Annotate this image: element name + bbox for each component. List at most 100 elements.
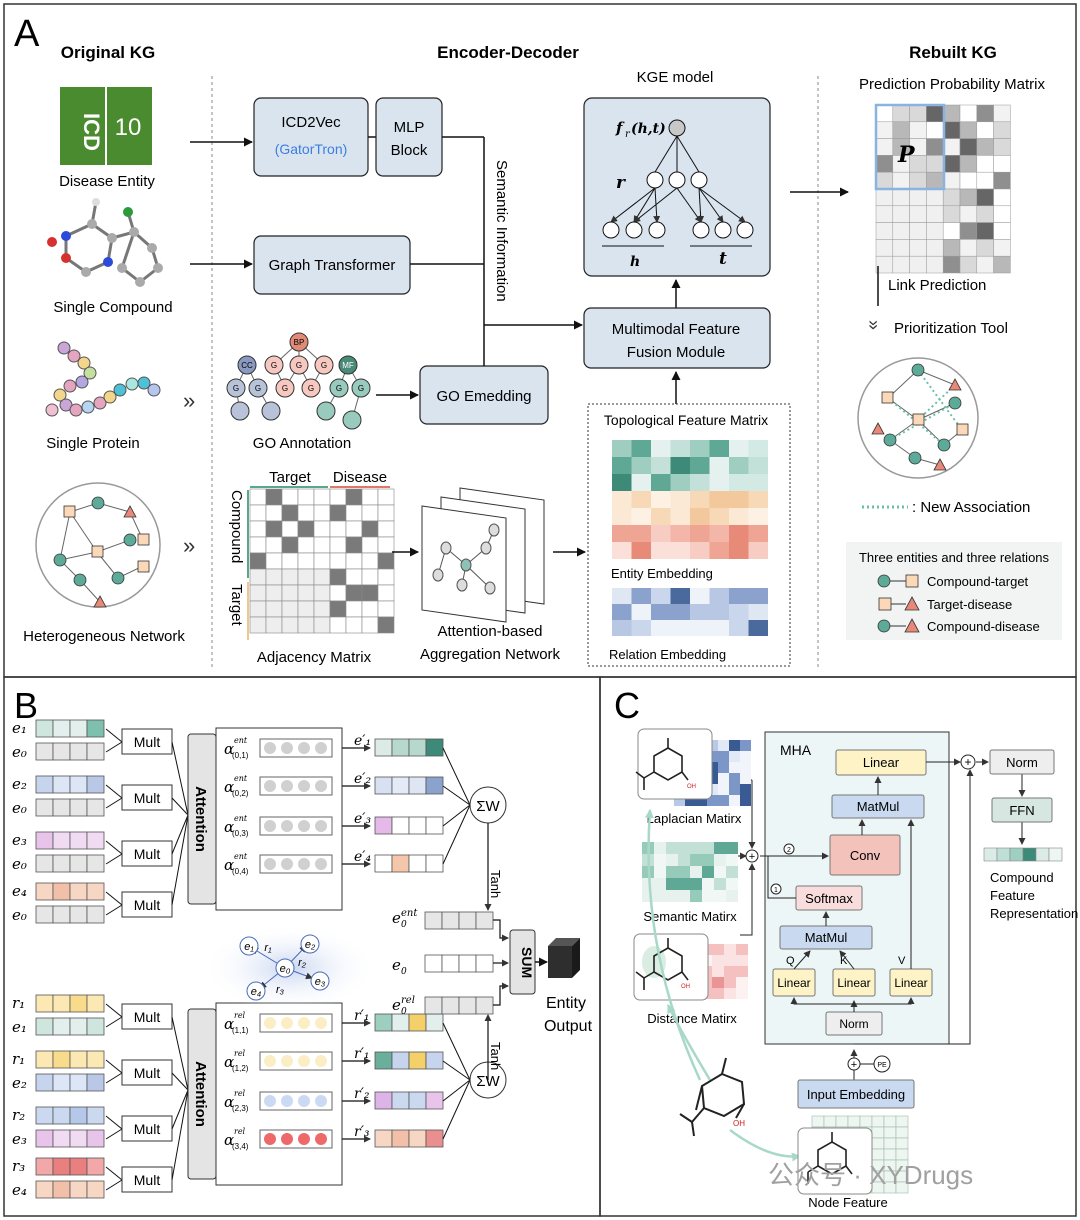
adjacency-cell bbox=[345, 504, 363, 522]
adjacency-cell bbox=[281, 504, 299, 522]
go-annotation-tree: CC BP MF G G G G G G G G G bbox=[226, 332, 371, 430]
prediction-cell bbox=[926, 239, 944, 257]
heatmap-cell bbox=[642, 890, 654, 902]
f-symbol: f bbox=[615, 119, 625, 137]
prediction-cell bbox=[875, 205, 894, 223]
heatmap-cell bbox=[631, 620, 651, 636]
adjacency-cell bbox=[281, 616, 299, 634]
prediction-cell bbox=[926, 121, 944, 139]
heatmap-cell bbox=[729, 525, 749, 542]
alpha-dot bbox=[315, 742, 327, 754]
adjacency-cell bbox=[297, 488, 315, 506]
prediction-cell bbox=[942, 222, 961, 240]
go-node-g: G bbox=[271, 361, 277, 370]
prime-vector bbox=[374, 776, 393, 795]
node-feature-cell bbox=[895, 1126, 909, 1139]
pair-top-vector bbox=[69, 719, 88, 738]
relation-embedding-label: Relation Embedding bbox=[609, 647, 726, 662]
pair-top-vector bbox=[35, 1106, 54, 1125]
ffn-label: FFN bbox=[1009, 803, 1034, 818]
prime-vector bbox=[425, 1013, 444, 1032]
prime-vector bbox=[408, 738, 427, 757]
step-two-icon bbox=[783, 843, 795, 855]
prime-vector bbox=[425, 816, 444, 835]
heatmap-cell bbox=[631, 588, 651, 604]
heatmap-cell bbox=[709, 604, 729, 620]
adjacency-cell bbox=[265, 488, 283, 506]
e0-label: e bbox=[392, 956, 401, 974]
adjacency-cell bbox=[249, 616, 267, 634]
prediction-cell bbox=[926, 104, 944, 123]
heatmap-cell bbox=[666, 854, 678, 866]
sum-label: SUM bbox=[519, 947, 535, 978]
node-feature-cell bbox=[895, 1181, 909, 1194]
alpha-dot bbox=[264, 820, 276, 832]
alpha-dot bbox=[281, 742, 293, 754]
alpha-vector bbox=[259, 776, 333, 796]
prime-vector bbox=[425, 854, 444, 873]
heatmap-cell bbox=[690, 508, 710, 525]
semantic-label: Semantic Matirx bbox=[643, 909, 737, 924]
prediction-cell bbox=[926, 138, 944, 156]
prediction-cell bbox=[942, 205, 961, 223]
graph-node-e0: e₀ bbox=[280, 963, 291, 975]
heatmap-cell bbox=[724, 955, 736, 966]
chevron-right-icon: » bbox=[183, 388, 195, 413]
alpha-dot bbox=[281, 1095, 293, 1107]
adjacency-cell bbox=[361, 568, 379, 586]
tanh-label: Tanh bbox=[488, 870, 503, 898]
heatmap-cell bbox=[714, 866, 726, 878]
heatmap-cell bbox=[651, 440, 671, 457]
go-node-bp: BP bbox=[294, 338, 305, 347]
fusion-label-1: Multimodal Feature bbox=[612, 321, 740, 338]
prime-vector bbox=[374, 1091, 393, 1110]
pair-bottom-vector bbox=[35, 905, 54, 924]
heatmap-cell bbox=[729, 795, 740, 806]
entity-embedding-label: Entity Embedding bbox=[611, 566, 713, 581]
prediction-cell bbox=[942, 188, 961, 207]
prime-vector bbox=[408, 1051, 427, 1070]
alpha-dot bbox=[281, 1017, 293, 1029]
prediction-cell bbox=[892, 222, 910, 240]
pair-top-vector bbox=[86, 719, 105, 738]
heatmap-cell bbox=[718, 795, 729, 806]
e0-rel-sup: rel bbox=[401, 995, 415, 1006]
prediction-cell bbox=[993, 104, 1011, 123]
pair-bottom-vector bbox=[86, 742, 105, 761]
adjacency-cell bbox=[361, 504, 379, 522]
alpha-dot bbox=[298, 780, 310, 792]
linear-top-label: Linear bbox=[863, 755, 900, 770]
new-association-label: : New Association bbox=[912, 499, 1030, 516]
heatmap-cell bbox=[748, 588, 768, 604]
adjacency-cell bbox=[377, 584, 395, 602]
prime-vector bbox=[391, 776, 410, 795]
compound-feature-label-2: Feature bbox=[990, 888, 1035, 903]
entity-output-label-1: Entity bbox=[546, 995, 586, 1012]
adjacency-cell bbox=[313, 568, 331, 586]
heatmap-cell bbox=[690, 854, 702, 866]
heatmap-cell bbox=[724, 966, 736, 977]
adjacency-cell bbox=[313, 584, 331, 602]
heatmap-cell bbox=[748, 457, 768, 474]
adjacency-cell bbox=[361, 616, 379, 634]
prediction-cell bbox=[909, 171, 927, 190]
alpha-dot bbox=[315, 1017, 327, 1029]
heatmap-cell bbox=[651, 508, 671, 525]
prime-label: e′₁ bbox=[354, 733, 371, 749]
mult-label: Mult bbox=[134, 1121, 161, 1137]
heatmap-cell bbox=[707, 795, 718, 806]
prime-vector bbox=[408, 1013, 427, 1032]
node-feature-cell bbox=[871, 1115, 885, 1128]
prediction-cell bbox=[909, 255, 927, 274]
heatmap-cell bbox=[709, 474, 729, 491]
prediction-cell bbox=[909, 205, 927, 223]
adjacency-matrix-label: Adjacency Matrix bbox=[257, 649, 372, 666]
heatmap-cell bbox=[724, 988, 736, 999]
go-annotation-label: GO Annotation bbox=[253, 435, 351, 452]
mult-box bbox=[121, 891, 173, 918]
pair-top-label: r₂ bbox=[12, 1106, 25, 1124]
prime-vector bbox=[374, 816, 393, 835]
heatmap-cell bbox=[690, 474, 710, 491]
